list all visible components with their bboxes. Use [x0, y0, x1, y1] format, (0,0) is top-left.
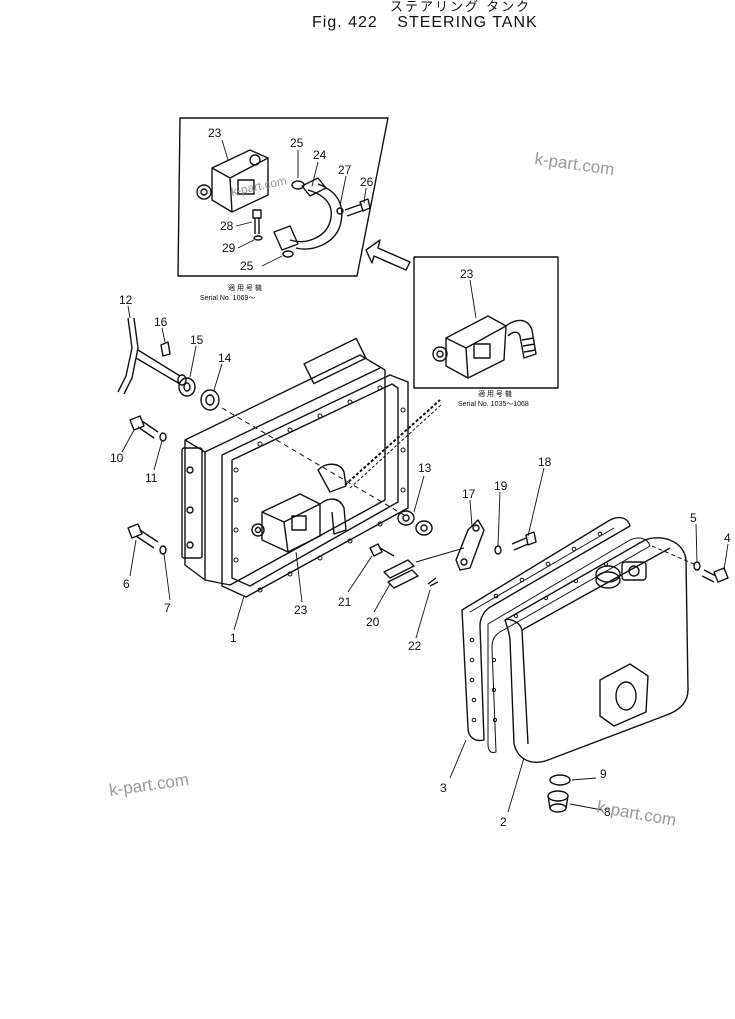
callout-labels: 23 25 24 27 26 28 29 25 適 用 号 機 Serial N…: [110, 126, 731, 829]
callout-12: 12: [119, 293, 133, 307]
callout-13: 13: [418, 461, 432, 475]
cover-pump-23: [251, 493, 347, 553]
tank-cover-assembly: [181, 337, 409, 598]
japanese-title: ステアリング タンク: [390, 0, 532, 15]
washer-7: [159, 545, 167, 555]
inset-right-frame: [413, 256, 559, 389]
callout-27: 27: [338, 163, 352, 177]
link-20: [383, 559, 419, 589]
callout-28: 28: [220, 219, 234, 233]
washer-15: [178, 377, 196, 397]
pin-16: [160, 341, 171, 357]
callout-21: 21: [338, 595, 352, 609]
callout-24: 24: [313, 148, 327, 162]
watermark-3: k-part.com: [108, 770, 190, 800]
link-line: [415, 547, 465, 563]
bolt-4: [701, 567, 729, 583]
alignment-line: [221, 407, 405, 516]
callout-19: 19: [494, 479, 508, 493]
oring-9: [549, 774, 571, 786]
callout-1: 1: [230, 631, 237, 645]
callout-29: 29: [222, 241, 236, 255]
tank-body-2: [504, 537, 689, 763]
inset-top-elbow-pipe: [273, 177, 343, 251]
leader-lines: [121, 139, 729, 813]
callout-17: 17: [462, 487, 476, 501]
lever-12: [117, 317, 187, 395]
figure-number: Fig. 422: [312, 14, 378, 31]
bolt-10: [129, 415, 159, 439]
plug-8: [547, 790, 569, 813]
watermark-4: k-part.com: [595, 797, 677, 830]
bearing-14: [200, 389, 220, 411]
callout-6: 6: [123, 577, 130, 591]
watermark-1: k-part.com: [533, 149, 615, 179]
inset-top-oring-25b: [282, 250, 294, 258]
callout-8: 8: [604, 805, 611, 819]
tank-flange: [487, 537, 651, 753]
callout-10: 10: [110, 451, 124, 465]
inset-top-bolt-26: [344, 198, 371, 217]
callout-18: 18: [538, 455, 552, 469]
inset-top-bolt-28: [252, 209, 262, 234]
callout-25b: 25: [240, 259, 254, 273]
callout-5: 5: [690, 511, 697, 525]
callout-23-right: 23: [460, 267, 474, 281]
inset-top-caption-jp: 適 用 号 機: [228, 283, 262, 292]
inset-top-pump: [196, 149, 269, 213]
inset-top-washer-29: [253, 235, 263, 241]
callout-9: 9: [600, 767, 607, 781]
callout-25: 25: [290, 136, 304, 150]
watermark-2: k-part.com: [230, 173, 288, 198]
callout-11: 11: [145, 471, 158, 485]
arm-17: [455, 519, 485, 571]
strainer-cable-2: [349, 403, 443, 489]
callout-14: 14: [218, 351, 232, 365]
washer-19: [494, 545, 502, 555]
callout-22: 22: [408, 639, 422, 653]
inset-top-serial: Serial No. 1069～: [200, 295, 255, 302]
watermarks: k-part.com k-part.com k-part.com k-part.…: [108, 149, 678, 830]
inset-top-washer-27: [336, 207, 344, 215]
callout-26: 26: [360, 175, 374, 189]
pin-22: [427, 577, 439, 587]
strainer-cable: [344, 399, 441, 486]
callout-23-main: 23: [294, 603, 308, 617]
callout-3: 3: [440, 781, 447, 795]
inset-right-serial: Serial No. 1035～1068: [458, 401, 529, 408]
figure-name: STEERING TANK: [397, 14, 538, 31]
inset-right-pump: [432, 315, 537, 379]
callout-4: 4: [724, 531, 731, 545]
bolt-18: [511, 531, 537, 551]
callout-7: 7: [164, 601, 171, 615]
inset-top-oring-25: [291, 180, 305, 190]
bolt-21: [369, 543, 395, 557]
callout-16: 16: [154, 315, 168, 329]
callout-2: 2: [500, 815, 507, 829]
callout-23: 23: [208, 126, 222, 140]
inset-right-caption-jp: 適 用 号 機: [478, 389, 512, 398]
washer-11: [159, 432, 167, 442]
callout-20: 20: [366, 615, 380, 629]
gasket-3: [461, 516, 631, 742]
callout-15: 15: [190, 333, 204, 347]
inset-link-arrow: [365, 239, 411, 271]
bolt-6: [127, 523, 159, 549]
washer-5: [693, 561, 701, 571]
figure-title: Fig. 422 STEERING TANK: [312, 14, 538, 32]
inset-top-frame: [177, 117, 389, 277]
bushing-13: [397, 510, 433, 536]
